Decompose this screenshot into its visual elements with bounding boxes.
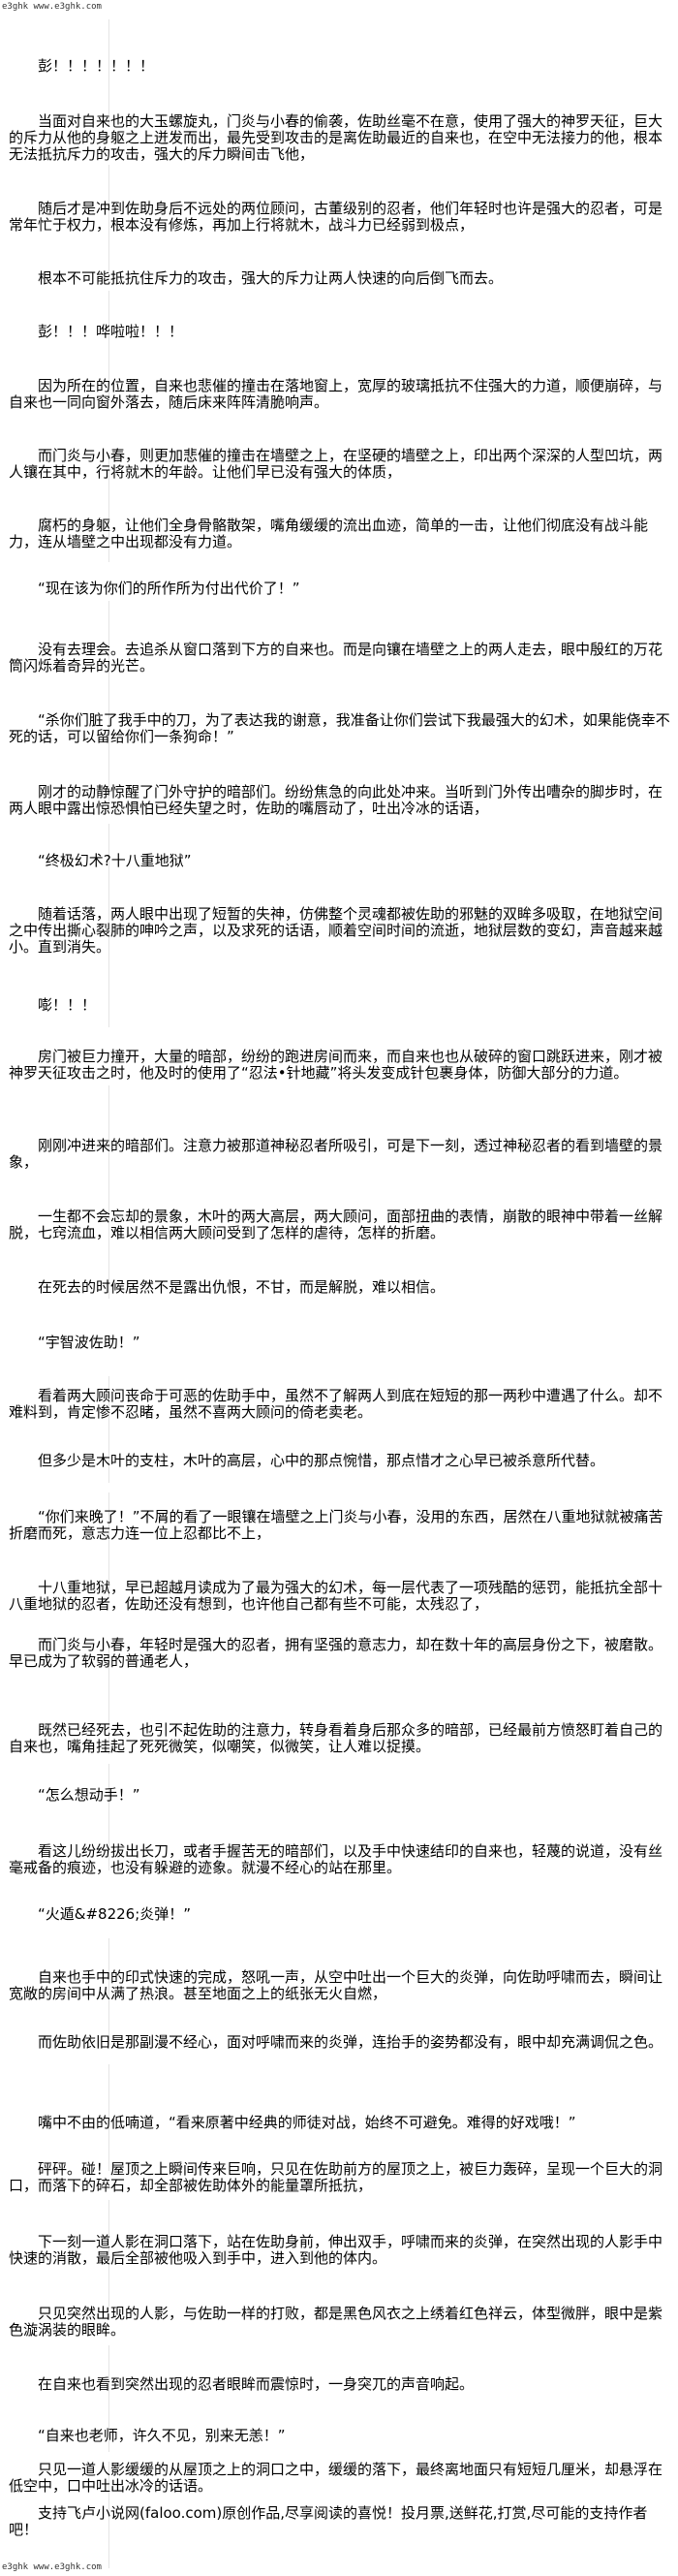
paragraph: 一生都不会忘却的景象，木叶的两大高层，两大顾问，面部扭曲的表情，崩散的眼神中带着… — [9, 1208, 663, 1241]
paragraph: 嘭！！！ — [38, 996, 97, 1014]
paragraph: 支持飞卢小说网(faloo.com)原创作品,尽享阅读的喜悦！投月票,送鲜花,打… — [9, 2504, 648, 2538]
paragraph: 根本不可能抵抗住斥力的攻击，强大的斥力让两人快速的向后倒飞而去。 — [38, 269, 504, 287]
paragraph: 而佐助依旧是那副漫不经心，面对呼啸而来的炎弹，连抬手的姿势都没有，眼中却充满调侃… — [38, 2033, 663, 2051]
paragraph: “宇智波佐助！” — [38, 1334, 140, 1351]
paragraph: 彭！！！！！！！ — [38, 57, 155, 75]
paragraph: “杀你们脏了我手中的刀，为了表达我的谢意，我准备让你们尝试下我最强大的幻术，如果… — [9, 711, 670, 745]
paragraph: 只见一道人影缓缓的从屋顶之上的洞口之中，缓缓的落下，最终离地面只有短短几厘米，却… — [9, 2461, 663, 2495]
paragraph: 而门炎与小春，则更加悲催的撞击在墙壁之上，在坚硬的墙壁之上，印出两个深深的人型凹… — [9, 447, 663, 481]
paragraph: 看这儿纷纷拔出长刀，或者手握苦无的暗部们，以及手中快速结印的自来也，轻蔑的说道，… — [9, 1842, 663, 1876]
paragraph: 砰砰。碰！屋顶之上瞬间传来巨响，只见在佐助前方的屋顶之上，被巨力轰碎，呈现一个巨… — [9, 2160, 663, 2194]
paragraph: “自来也老师，许久不见，别来无恙！” — [38, 2427, 286, 2444]
paragraph: 彭！！！哗啦啦！！！ — [38, 323, 184, 340]
paragraph: 自来也手中的印式快速的完成，怒吼一声，从空中吐出一个巨大的炎弹，向佐助呼啸而去，… — [9, 1968, 663, 2002]
paragraph: 随着话落，两人眼中出现了短暂的失神，仿佛整个灵魂都被佐助的邪魅的双眸多吸取，在地… — [9, 905, 663, 956]
paragraph: 房门被巨力撞开，大量的暗部，纷纷的跑进房间而来，而自来也也从破碎的窗口跳跃进来，… — [9, 1048, 663, 1082]
paragraph: 既然已经死去，也引不起佐助的注意力，转身看着身后那众多的暗部，已经最前方愤怒盯着… — [9, 1721, 663, 1755]
paragraph: 当面对自来也的大玉螺旋丸，门炎与小春的偷袭，佐助丝毫不在意，使用了强大的神罗天征… — [9, 112, 663, 163]
paragraph: 嘴中不由的低喃道，“看来原著中经典的师徒对战，始终不可避免。难得的好戏哦！” — [38, 2114, 576, 2131]
paragraph: 看着两大顾问丧命于可恶的佐助手中，虽然不了解两人到底在短短的那一两秒中遭遇了什么… — [9, 1387, 663, 1421]
paragraph: 而门炎与小春，年轻时是强大的忍者，拥有坚强的意志力，却在数十年的高层身份之下，被… — [9, 1636, 663, 1670]
paragraph: 刚刚冲进来的暗部们。注意力被那道神秘忍者所吸引，可是下一刻，透过神秘忍者的看到墙… — [9, 1137, 663, 1171]
paragraph: 在自来也看到突然出现的忍者眼眸而震惊时，一身突兀的声音响起。 — [38, 2375, 475, 2393]
paragraph: 腐朽的身躯，让他们全身骨骼散架，嘴角缓缓的流出血迹，简单的一击，让他们彻底没有战… — [9, 517, 649, 550]
paragraph: 只见突然出现的人影，与佐助一样的打败，都是黑色风衣之上绣着红色祥云，体型微胖，眼… — [9, 2305, 663, 2339]
paragraph: 刚才的动静惊醒了门外守护的暗部们。纷纷焦急的向此处冲来。当听到门外传出嘈杂的脚步… — [9, 783, 663, 817]
paragraph: 下一刻一道人影在洞口落下，站在佐助身前，伸出双手，呼啸而来的炎弹，在突然出现的人… — [9, 2233, 663, 2267]
paragraph: 因为所在的位置，自来也悲催的撞击在落地窗上，宽厚的玻璃抵抗不住强大的力道，顺便崩… — [9, 377, 663, 411]
paragraph: “你们来晚了！”不屑的看了一眼镶在墙壁之上门炎与小春，没用的东西，居然在八重地狱… — [9, 1508, 663, 1542]
paragraph: 随后才是冲到佐助身后不远处的两位顾问，古董级别的忍者，他们年轻时也许是强大的忍者… — [9, 200, 663, 234]
paragraph: “现在该为你们的所作所为付出代价了！” — [38, 580, 300, 597]
paragraph: 在死去的时候居然不是露出仇恨，不甘，而是解脱，难以相信。 — [38, 1278, 446, 1296]
paragraph: 没有去理会。去追杀从窗口落到下方的自来也。而是向镶在墙壁之上的两人走去，眼中殷红… — [9, 641, 663, 675]
paragraph: “火遁&#8226;炎弹！” — [38, 1905, 192, 1923]
paragraph: “怎么想动手！” — [38, 1786, 140, 1804]
paragraph: 但多少是木叶的支柱，木叶的高层，心中的那点惋惜，那点惜才之心早已被杀意所代替。 — [38, 1452, 605, 1469]
paragraph: “终极幻术?十八重地狱” — [38, 852, 192, 869]
paragraph: 十八重地狱，早已超越月读成为了最为强大的幻术，每一层代表了一项残酷的惩罚，能抵抗… — [9, 1579, 663, 1613]
source-watermark-footer: e3ghk www.e3ghk.com — [2, 2562, 102, 2572]
source-watermark-header: e3ghk www.e3ghk.com — [2, 2, 102, 12]
